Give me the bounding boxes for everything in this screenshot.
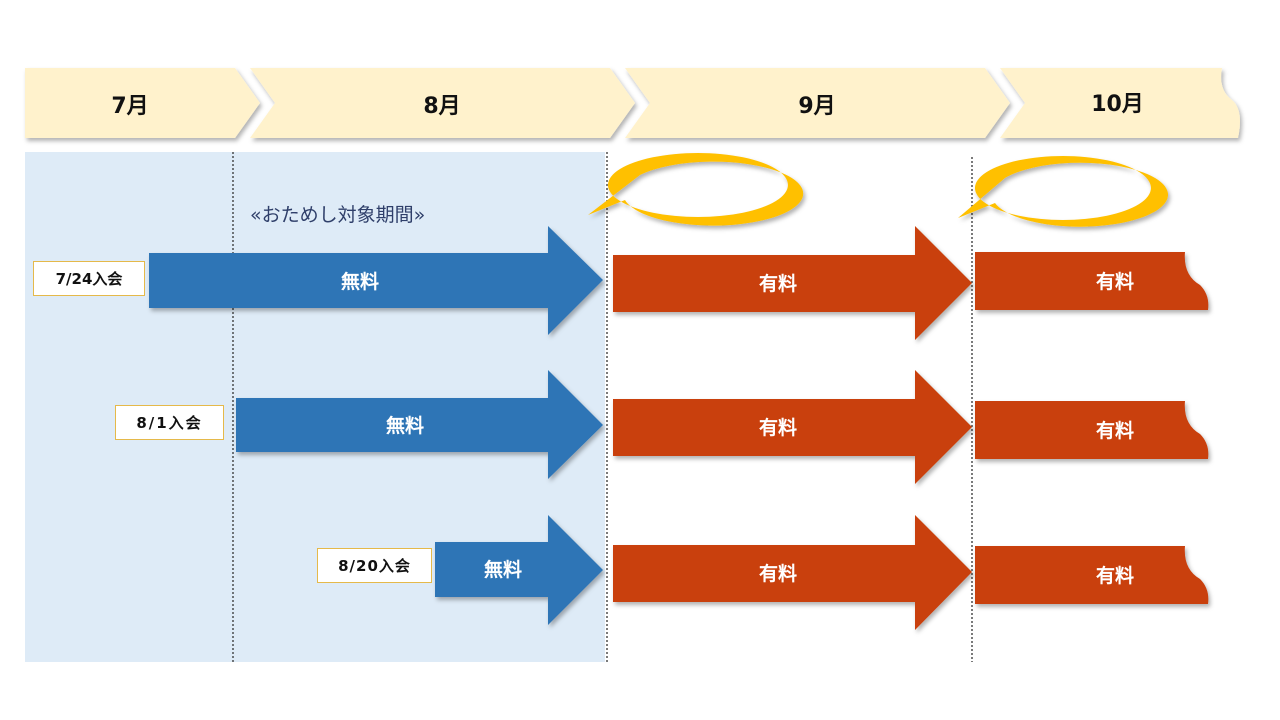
bubble-sep-shape (588, 153, 804, 226)
paid-label: 有料 (1095, 565, 1134, 587)
bubble-oct-shape (958, 156, 1169, 227)
free-arrow-3 (435, 515, 603, 625)
month-chevron-sep (625, 68, 1010, 138)
bubble-oct-line1: 10月会費決済 (1021, 177, 1105, 192)
paid-bar-oct-3 (975, 546, 1209, 604)
paid-arrow-sep-2 (613, 370, 972, 484)
paid-label: 有料 (1095, 420, 1134, 442)
trial-period-label: «おためし対象期間» (250, 204, 426, 226)
free-arrow-2 (236, 370, 603, 479)
month-chevron-oct (1000, 68, 1240, 138)
join-date-label: 7/24入会 (33, 261, 145, 296)
bubble-sep: 9月会費決済 8月31日 (618, 175, 778, 209)
free-label: 無料 (385, 415, 424, 437)
paid-label: 有料 (758, 273, 797, 295)
month-label-jul: 7月 (111, 94, 149, 119)
paid-bar-oct-1 (975, 252, 1209, 310)
bubble-oct-line2: 9月30日 (1036, 194, 1090, 209)
month-label-oct: 10月 (1091, 92, 1144, 117)
paid-arrow-sep-3 (613, 515, 972, 630)
free-label: 無料 (340, 271, 379, 293)
paid-bar-oct-2 (975, 401, 1209, 459)
paid-label: 有料 (758, 563, 797, 585)
paid-label: 有料 (1095, 271, 1134, 293)
month-label-aug: 8月 (423, 94, 461, 119)
free-label: 無料 (483, 559, 522, 581)
join-date-label: 8/20入会 (317, 548, 432, 583)
bubble-oct: 10月会費決済 9月30日 (983, 176, 1143, 210)
month-label-sep: 9月 (798, 94, 836, 119)
month-chevron-aug (250, 68, 635, 138)
join-date-label: 8/1入会 (115, 405, 224, 440)
free-arrow-1 (149, 226, 603, 335)
paid-arrow-sep-1 (613, 226, 972, 340)
bubble-sep-line2: 8月31日 (671, 193, 725, 208)
bubble-sep-line1: 9月会費決済 (660, 176, 736, 191)
paid-label: 有料 (758, 417, 797, 439)
month-chevron-jul (25, 68, 260, 138)
